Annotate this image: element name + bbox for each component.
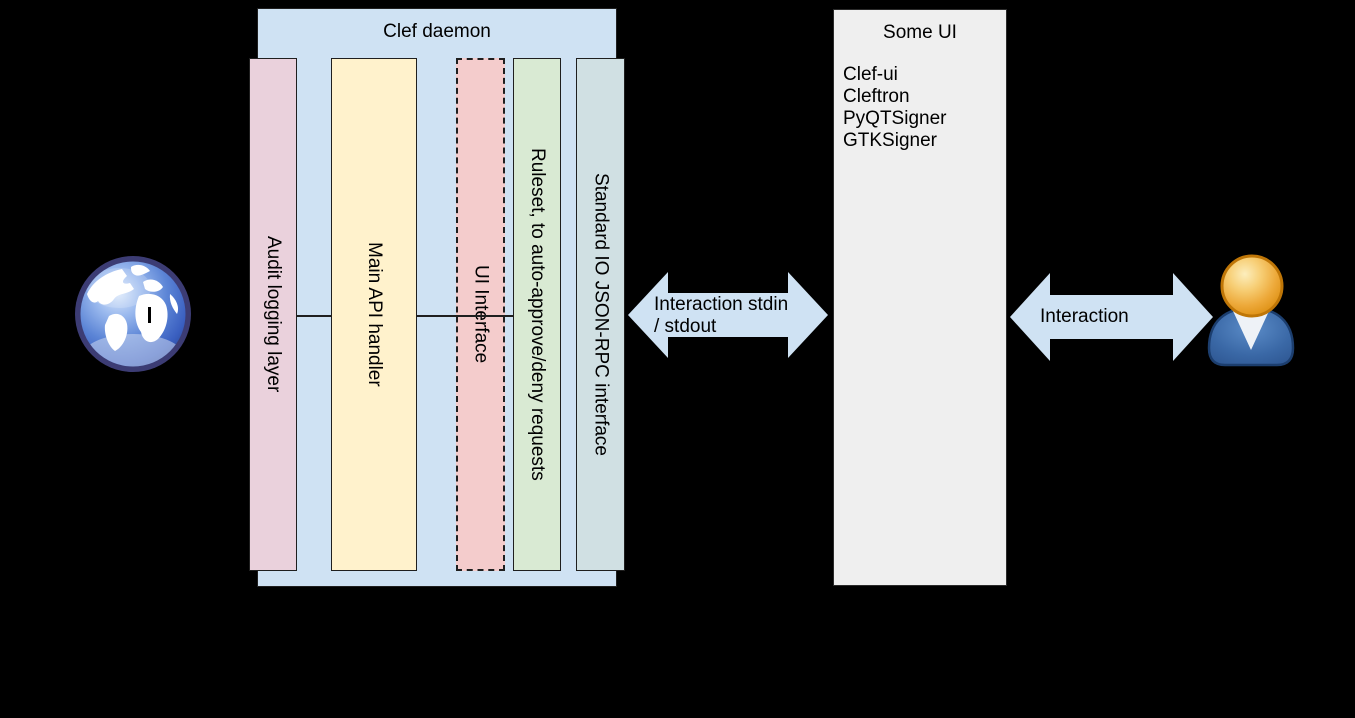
ui-implementation-item: GTKSigner — [843, 130, 937, 151]
some-ui-list: Clef-ui Cleftron PyQTSigner GTKSigner — [843, 64, 946, 152]
some-ui-box: Some UI Clef-ui Cleftron PyQTSigner GTKS… — [833, 9, 1007, 586]
layer-label: Main API handler — [364, 242, 385, 387]
layer-label: Ruleset, to auto-approve/deny requests — [527, 148, 548, 481]
daemon-ui-arrow-label: Interaction stdin / stdout — [654, 294, 788, 338]
ui-user-arrow-label: Interaction — [1040, 306, 1129, 327]
layer-bar-ui-interface: UI Interface — [456, 58, 505, 571]
some-ui-title: Some UI — [883, 22, 957, 43]
globe-icon — [75, 256, 191, 372]
text-cursor-artifact — [148, 307, 151, 323]
double-arrow-ui-user-icon — [1010, 273, 1213, 361]
ui-implementation-item: PyQTSigner — [843, 108, 947, 129]
layer-label: Standard IO JSON-RPC interface — [590, 173, 612, 456]
ui-implementation-item: Clef-ui — [843, 64, 898, 85]
layer-label: UI Interface — [470, 265, 492, 364]
clef-daemon-container: Clef daemon — [257, 8, 617, 587]
layer-bar-audit-logging: Audit logging layer — [249, 58, 297, 571]
arrow-label-line1: Interaction stdin — [654, 294, 789, 315]
clef-daemon-title: Clef daemon — [383, 21, 491, 42]
double-arrow-daemon-ui-icon — [628, 272, 828, 358]
user-icon — [1207, 254, 1295, 367]
layer-bar-ruleset: Ruleset, to auto-approve/deny requests — [513, 58, 561, 571]
layer-label: Audit logging layer — [263, 236, 284, 393]
ui-implementation-item: Cleftron — [843, 86, 910, 107]
connector-line — [297, 315, 331, 317]
connector-line — [417, 315, 513, 317]
arrow-label-line2: / stdout — [654, 316, 717, 337]
layer-bar-stdio-jsonrpc: Standard IO JSON-RPC interface — [576, 58, 625, 571]
layer-bar-main-api: Main API handler — [331, 58, 417, 571]
